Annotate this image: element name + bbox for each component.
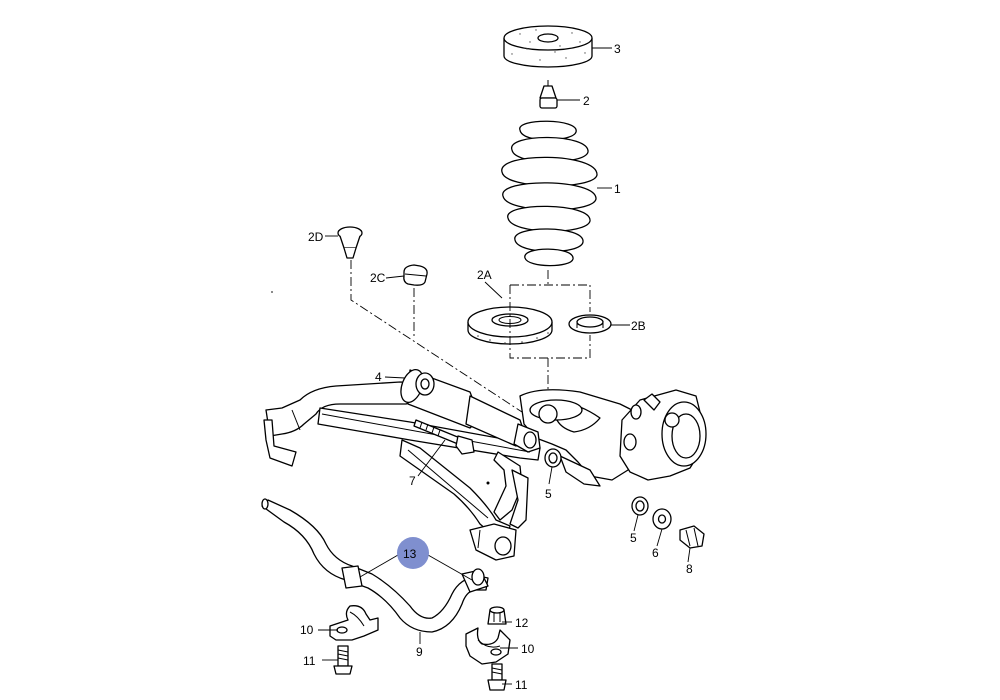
part-9-anti-roll-bar[interactable] [261,498,489,633]
part-10-clamp-left[interactable] [329,605,379,641]
callout-2d: 2D [308,230,324,244]
part-2b-ring-seat[interactable] [568,314,612,334]
part-8-bolt[interactable] [679,525,705,549]
callout-10-right: 10 [521,642,535,656]
part-5-bush-upper[interactable] [544,448,562,468]
callout-4: 4 [375,370,382,384]
leader-lines [318,47,691,685]
rear-axle-beam[interactable] [263,381,641,561]
part-6-washer[interactable] [652,508,672,530]
wheel-hub-carrier[interactable] [619,389,707,481]
callout-2b: 2B [631,319,646,333]
callout-10-left: 10 [300,623,314,637]
part-12-nut[interactable] [487,606,507,625]
part-4-shock-absorber[interactable] [397,367,541,453]
callout-8: 8 [686,562,693,576]
part-1-coil-spring[interactable] [501,120,598,267]
callout-1: 1 [614,182,621,196]
part-5-bush-lower[interactable] [631,496,649,516]
callout-13: 13 [403,547,417,561]
callout-5-lower: 5 [630,531,637,545]
callout-11-right: 11 [515,678,528,692]
callout-12: 12 [515,616,529,630]
part-3-spring-pad[interactable] [503,25,593,68]
part-11-bolt-left[interactable] [333,645,353,675]
callout-3: 3 [614,42,621,56]
callout-6: 6 [652,546,659,560]
callout-5-upper: 5 [545,487,552,501]
part-2-bump-stop[interactable] [539,80,558,109]
callout-7: 7 [409,474,416,488]
part-2d-clip[interactable] [337,226,363,259]
part-2c-pad[interactable] [403,264,428,286]
highlight-marker[interactable] [397,537,429,569]
callout-11-left: 11 [303,654,316,668]
part-7-bolt[interactable] [413,419,475,455]
callout-13-highlight[interactable]: 13 [397,537,429,569]
callout-2: 2 [583,94,590,108]
stray-dot [271,291,273,293]
callout-2c: 2C [370,271,386,285]
part-10-clamp-right[interactable] [465,627,511,665]
callout-2a: 2A [477,268,492,282]
stray-dot [486,481,490,485]
assembly-dash-lines [350,260,591,413]
callout-labels: 3 2 1 2D 2C 2A 2B 4 7 5 5 6 8 12 10 10 1… [300,42,693,692]
part-11-bolt-right[interactable] [487,663,507,691]
callout-9: 9 [416,645,423,659]
